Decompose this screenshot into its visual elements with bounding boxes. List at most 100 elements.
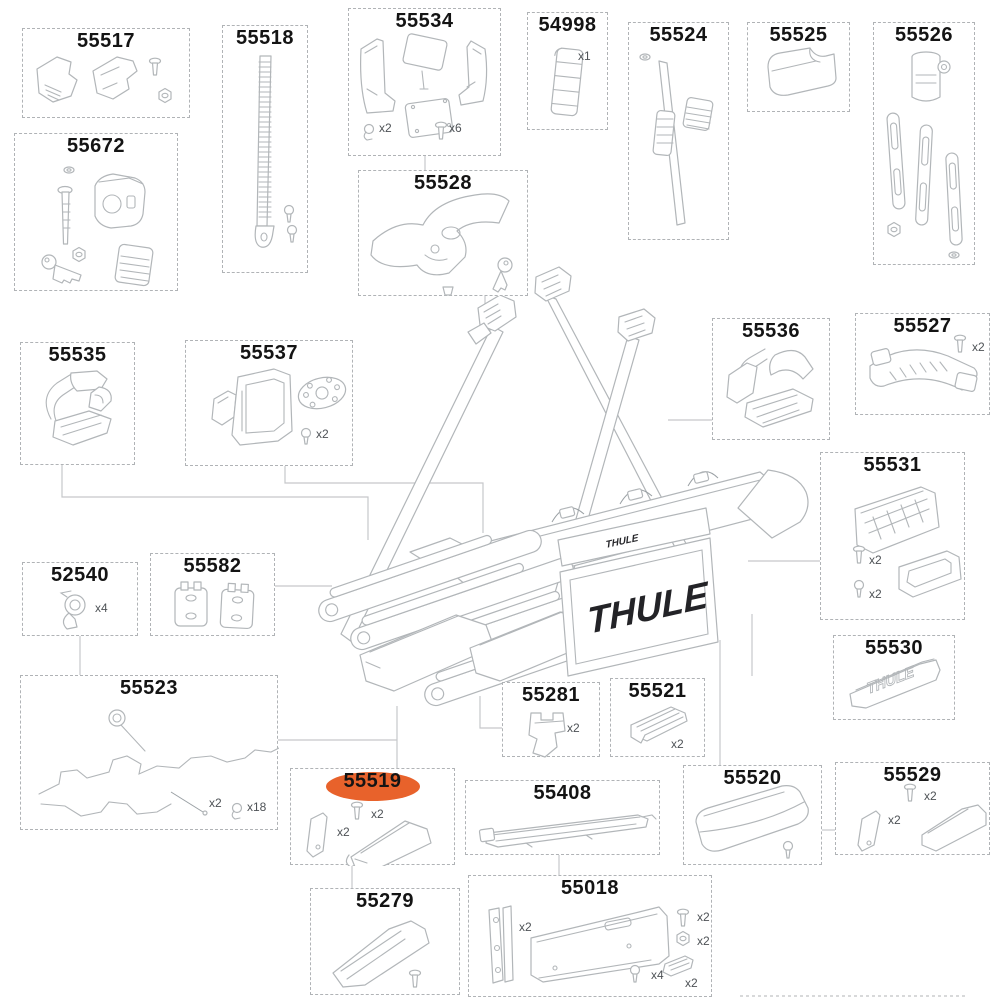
part-number-label: 55524 (649, 24, 708, 46)
part-box-55527[interactable]: 55527 x2 (855, 313, 990, 415)
quantity-label-strip: x2 (888, 813, 901, 827)
quantity-label-screw: x6 (449, 121, 462, 135)
part-box-55531[interactable]: 55531 x2 x2 (820, 452, 965, 620)
part-box-55535[interactable]: 55535 (20, 342, 135, 465)
quantity-label-screw: x2 (924, 789, 937, 803)
part-number-label: 55536 (741, 320, 801, 342)
part-sketch-55526 (886, 51, 963, 259)
quantity-label-none: x2 (671, 737, 684, 751)
quantity-label-wedge: x2 (685, 976, 698, 990)
part-box-54998[interactable]: 54998 x1 (527, 12, 608, 130)
part-number-label: 55018 (560, 877, 620, 899)
part-number-label: 55279 (355, 890, 415, 912)
quantity-label-screw: x2 (972, 340, 985, 354)
quantity-label-screw: x2 (371, 807, 384, 821)
quantity-label-screw: x2 (697, 910, 710, 924)
part-sketch-54998 (550, 47, 584, 117)
part-sketch-55530: THULE (849, 658, 941, 709)
part-box-55524[interactable]: 55524 (628, 22, 729, 240)
part-box-55529[interactable]: 55529 x2 x2 (835, 762, 990, 855)
part-number-label: 55518 (235, 27, 295, 49)
part-sketch-55525 (767, 47, 837, 96)
quantity-label-hinge: x2 (519, 920, 532, 934)
part-sketch-55537 (211, 368, 347, 446)
part-sketch-55534 (360, 33, 488, 141)
part-box-55281[interactable]: 55281 x2 (502, 682, 600, 758)
part-number-label: 52540 (50, 564, 110, 586)
part-sketch-55524 (639, 53, 714, 226)
part-number-label: 55582 (183, 555, 242, 577)
part-number-label: 54998 (538, 14, 597, 36)
part-number-label: 55525 (769, 24, 828, 46)
part-box-55526[interactable]: 55526 (873, 22, 975, 265)
part-sketch-55518 (254, 55, 298, 248)
part-box-55018[interactable]: 55018 x2 x2 x2 x4 x2 (468, 875, 712, 997)
part-sketch-55672 (41, 166, 154, 287)
part-sketch-55519 (306, 801, 432, 866)
part-sketch-55018 (488, 905, 694, 984)
part-sketch-55523 (38, 709, 279, 820)
part-sketch-55528 (370, 193, 513, 296)
quantity-label-clip: x18 (247, 800, 267, 814)
part-sketch-55279 (332, 920, 430, 988)
part-number-label: 55520 (723, 767, 782, 789)
highlight-ellipse (325, 772, 420, 801)
quantity-label-bolt: x4 (651, 968, 664, 982)
quantity-label-none: x2 (567, 721, 580, 735)
part-sketch-55408 (478, 814, 657, 848)
part-number-label: 55521 (628, 680, 687, 702)
part-box-55536[interactable]: 55536 (712, 318, 830, 440)
part-box-55525[interactable]: 55525 (747, 22, 850, 112)
part-number-label: 55523 (119, 677, 179, 699)
quantity-label-bolt: x2 (869, 587, 882, 601)
quantity-label-screw: x2 (316, 427, 329, 441)
part-box-55537[interactable]: 55537 x2 (185, 340, 353, 466)
part-sketch-55517 (36, 56, 172, 104)
part-box-55279[interactable]: 55279 (310, 888, 460, 995)
part-sketch-55536 (726, 348, 814, 428)
part-number-label: 55672 (66, 135, 126, 157)
part-sketch-55529 (857, 783, 987, 852)
part-number-label: 55531 (863, 454, 922, 476)
part-box-55672[interactable]: 55672 (14, 133, 178, 291)
quantity-label-strip: x2 (337, 825, 350, 839)
part-number-label: 55529 (883, 764, 942, 786)
part-box-55582[interactable]: 55582 (150, 553, 275, 636)
part-box-55520[interactable]: 55520 (683, 765, 822, 865)
part-box-55408[interactable]: 55408 (465, 780, 660, 855)
part-sketch-55582 (174, 581, 255, 630)
part-sketch-52540 (59, 590, 86, 630)
part-number-label: 55528 (413, 172, 473, 194)
part-number-label: 55527 (893, 315, 952, 337)
part-number-label: 55517 (76, 30, 136, 52)
part-box-55517[interactable]: 55517 (22, 28, 190, 118)
rack-illustration: THULE THULE (318, 266, 809, 707)
part-sketch-55521 (630, 706, 688, 744)
part-number-label: 55519 (343, 770, 402, 792)
quantity-label-nut: x2 (697, 934, 710, 948)
part-sketch-55531 (852, 486, 962, 598)
quantity-label-none: x1 (578, 49, 591, 63)
part-box-55518[interactable]: 55518 (222, 25, 308, 273)
part-number-label: 55537 (239, 342, 299, 364)
part-box-55530[interactable]: 55530 THULE (833, 635, 955, 720)
part-sketch-55527 (869, 334, 978, 392)
part-number-label: 55408 (533, 782, 592, 804)
part-box-55519[interactable]: 55519 x2 x2 (290, 768, 455, 866)
part-box-55521[interactable]: 55521 x2 (610, 678, 705, 757)
part-box-55528[interactable]: 55528 (358, 170, 528, 296)
connector-lines (61, 156, 835, 888)
quantity-label-clip: x2 (379, 121, 392, 135)
part-sketch-55520 (695, 785, 809, 859)
part-sketch-55281 (528, 712, 566, 758)
quantity-label-screw: x2 (869, 553, 882, 567)
part-number-label: 55281 (521, 684, 581, 706)
part-number-label: 55530 (864, 637, 924, 659)
part-sketch-55535 (45, 370, 112, 446)
part-number-label: 55535 (48, 344, 107, 366)
